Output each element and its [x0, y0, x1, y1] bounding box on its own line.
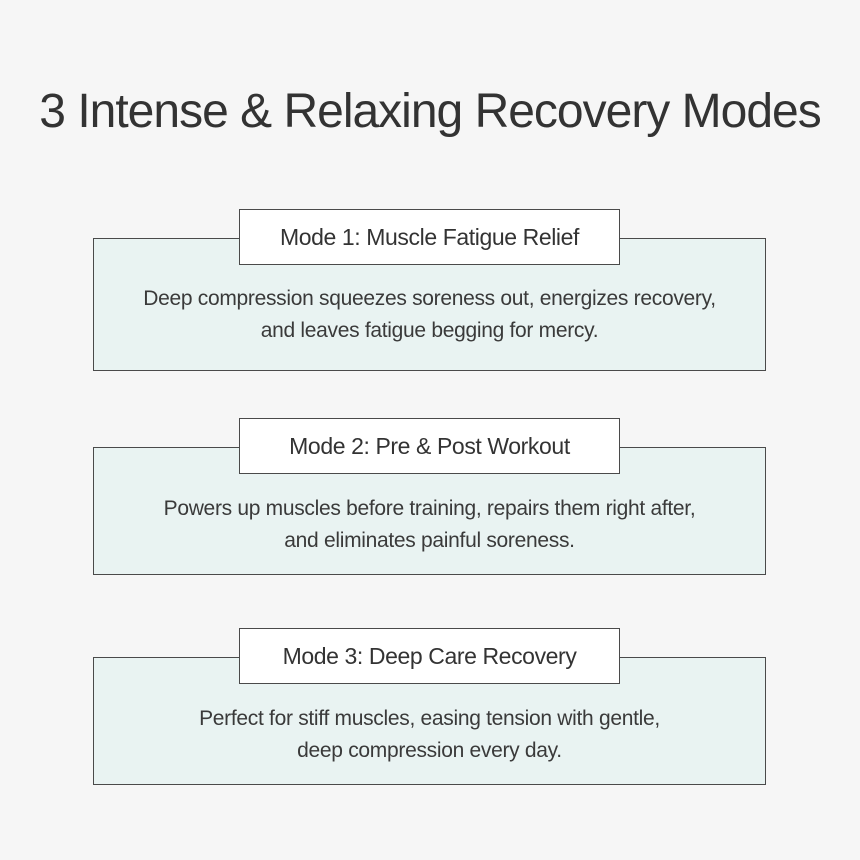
mode-2-description-line-1: Powers up muscles before training, repai… — [163, 497, 696, 520]
mode-3-description: Perfect for stiff muscles, easing tensio… — [93, 703, 766, 767]
mode-2-label: Mode 2: Pre & Post Workout — [239, 418, 620, 474]
mode-2-description: Powers up muscles before training, repai… — [93, 493, 766, 557]
mode-1-description-line-2: and leaves fatigue begging for mercy. — [260, 319, 599, 342]
mode-3-description-line-1: Perfect for stiff muscles, easing tensio… — [199, 707, 660, 730]
mode-1-description: Deep compression squeezes soreness out, … — [93, 283, 766, 347]
mode-1-description-line-1: Deep compression squeezes soreness out, … — [143, 287, 716, 310]
page-title: 3 Intense & Relaxing Recovery Modes — [39, 85, 821, 138]
mode-1-label: Mode 1: Muscle Fatigue Relief — [239, 209, 620, 265]
mode-3-description-line-2: deep compression every day. — [297, 739, 562, 762]
mode-3-label: Mode 3: Deep Care Recovery — [239, 628, 620, 684]
mode-2-description-line-2: and eliminates painful soreness. — [284, 529, 575, 552]
